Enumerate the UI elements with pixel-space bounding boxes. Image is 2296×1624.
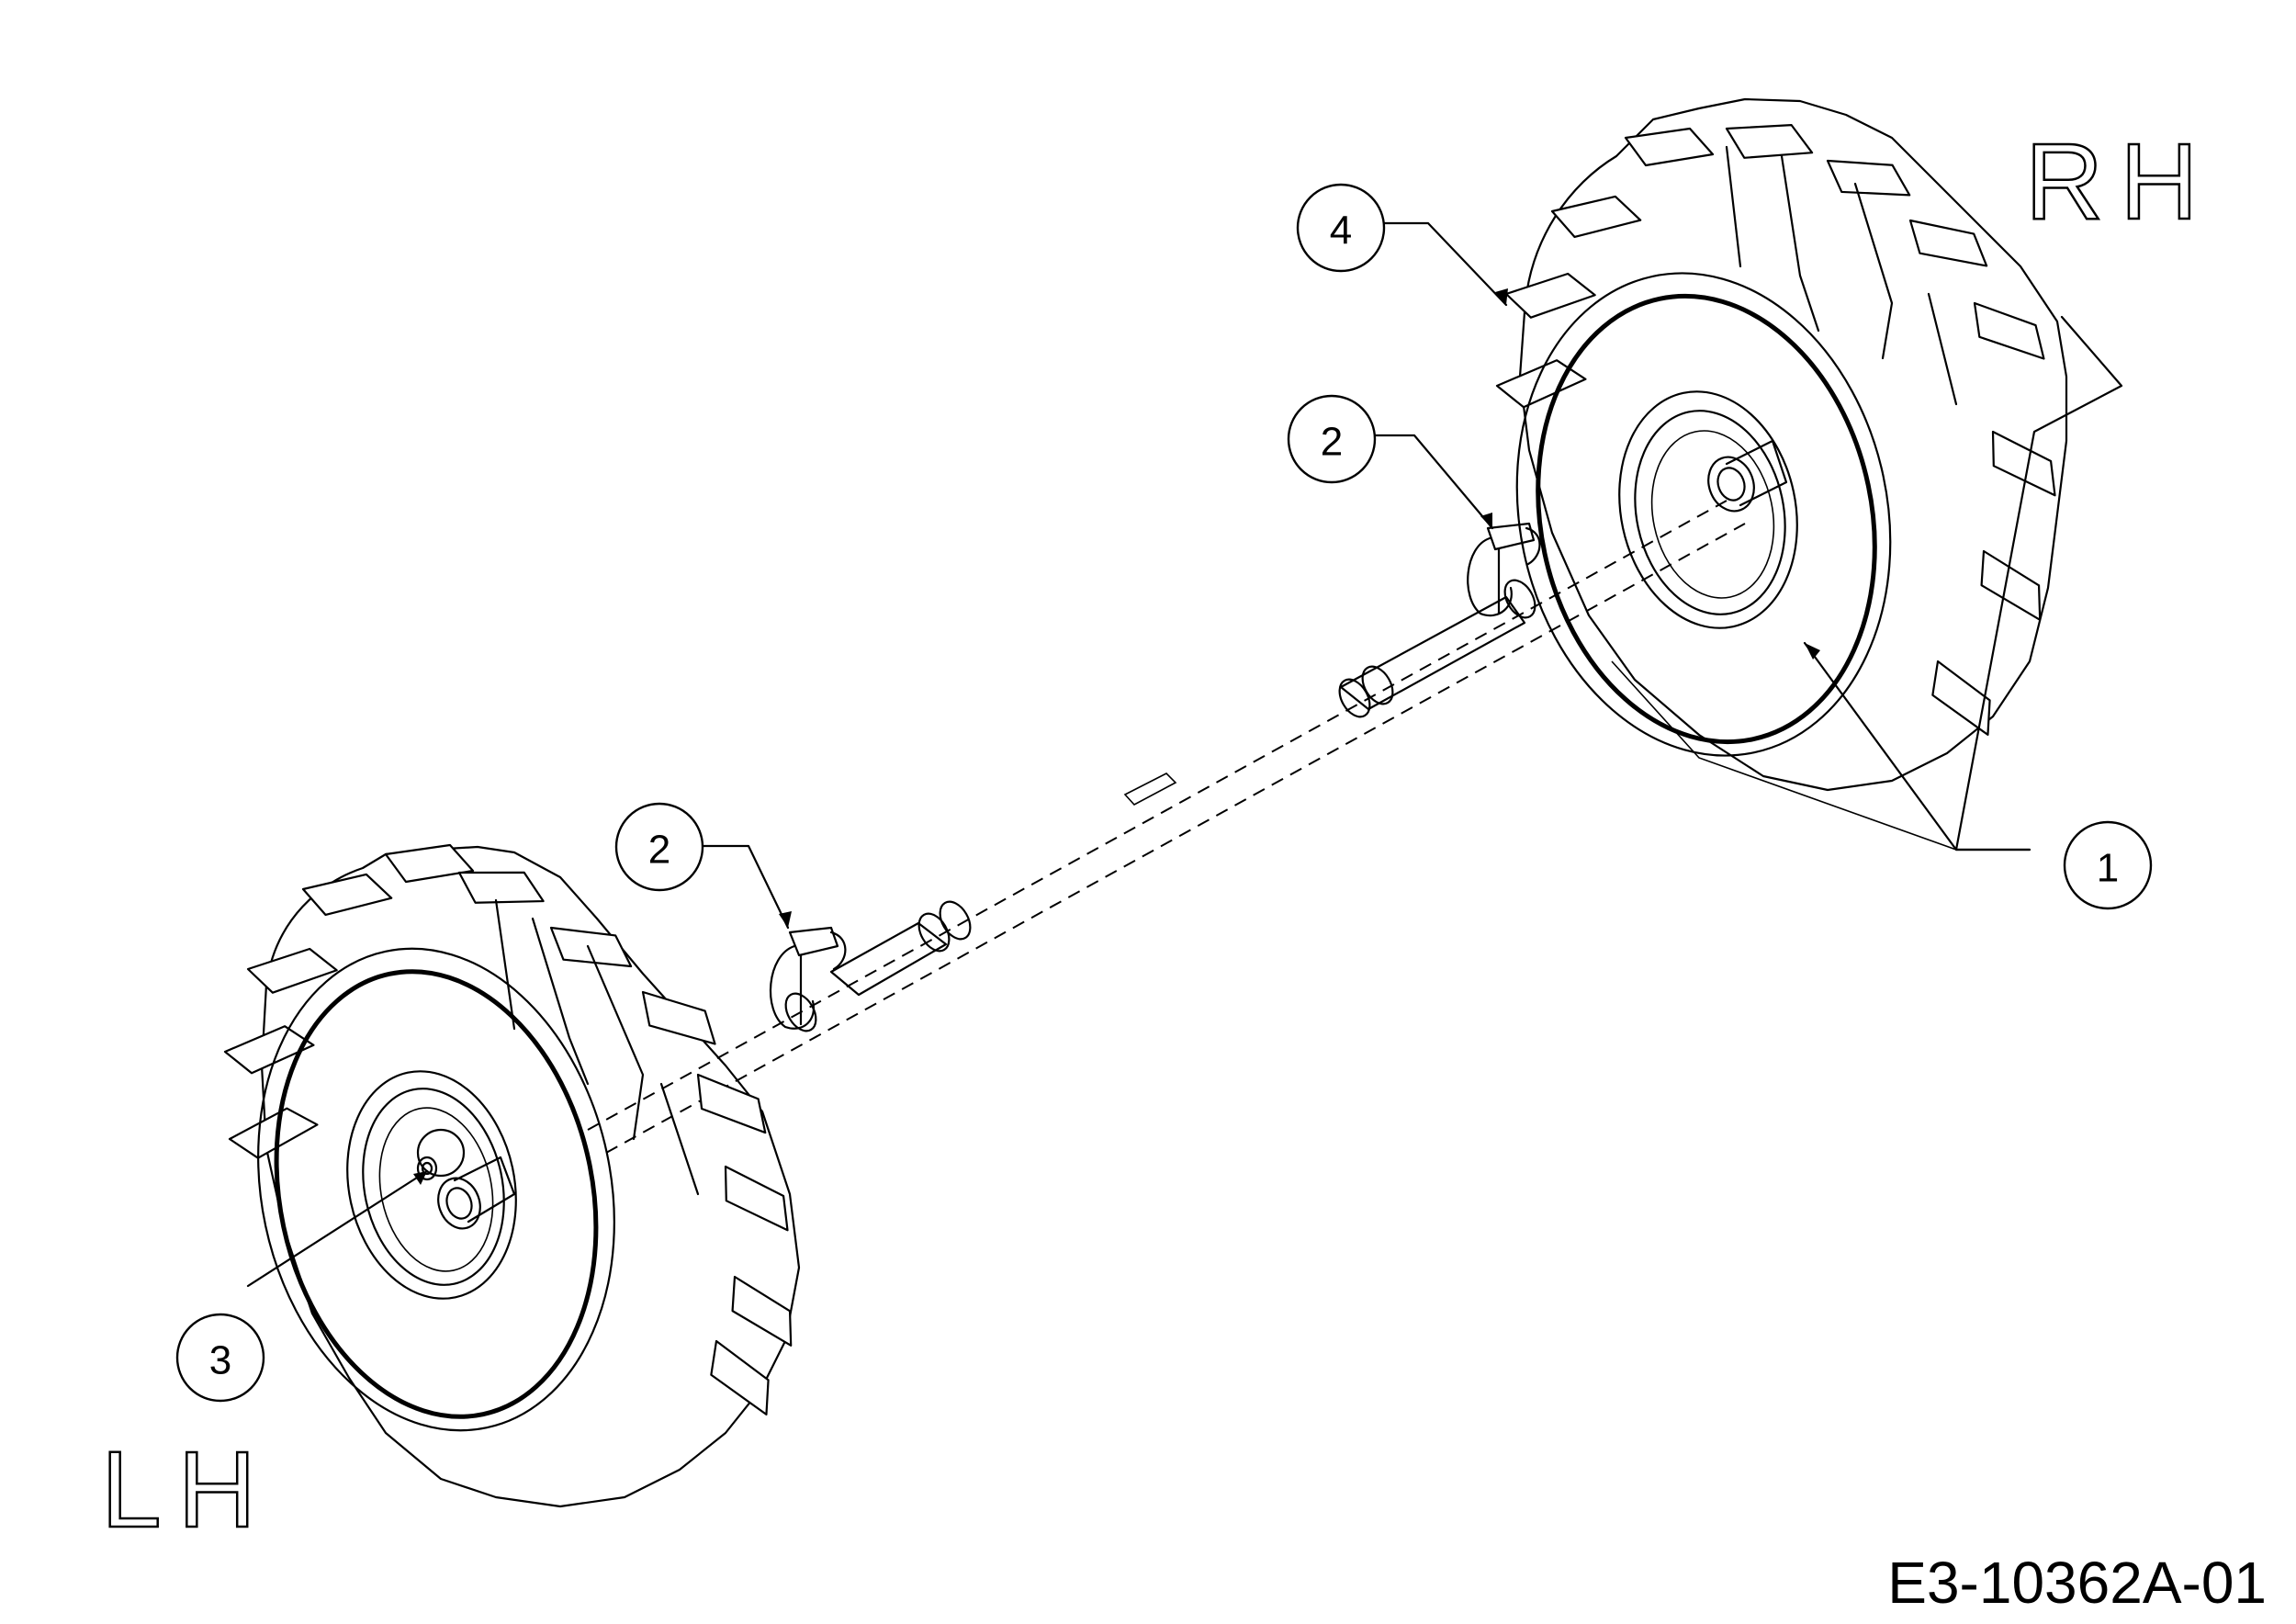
right-wheel	[1493, 97, 2071, 792]
axle-shaft	[587, 500, 1746, 1154]
linch-pin-left	[769, 926, 847, 1030]
callout-2-right-number: 2	[1321, 420, 1343, 465]
callout-2-right: 2	[1287, 394, 1377, 484]
callout-3: 3	[175, 1313, 265, 1403]
left-side-label: LH	[101, 1429, 273, 1551]
callout-1: 1	[2063, 820, 2153, 910]
callout-1-number: 1	[2097, 846, 2119, 891]
callout-4: 4	[1296, 183, 1386, 273]
callout-3-number: 3	[209, 1338, 231, 1383]
valve-stem	[416, 1156, 438, 1181]
callout-2-left: 2	[614, 802, 704, 892]
right-side-label: RH	[2025, 121, 2214, 242]
linch-pin-right	[1467, 522, 1541, 617]
drawing-number: E3-10362A-01	[1887, 1550, 2267, 1616]
callout-2-left-number: 2	[648, 828, 670, 873]
callout-4-number: 4	[1330, 209, 1352, 254]
left-wheel	[221, 843, 809, 1508]
leader-lines	[246, 221, 2123, 1288]
